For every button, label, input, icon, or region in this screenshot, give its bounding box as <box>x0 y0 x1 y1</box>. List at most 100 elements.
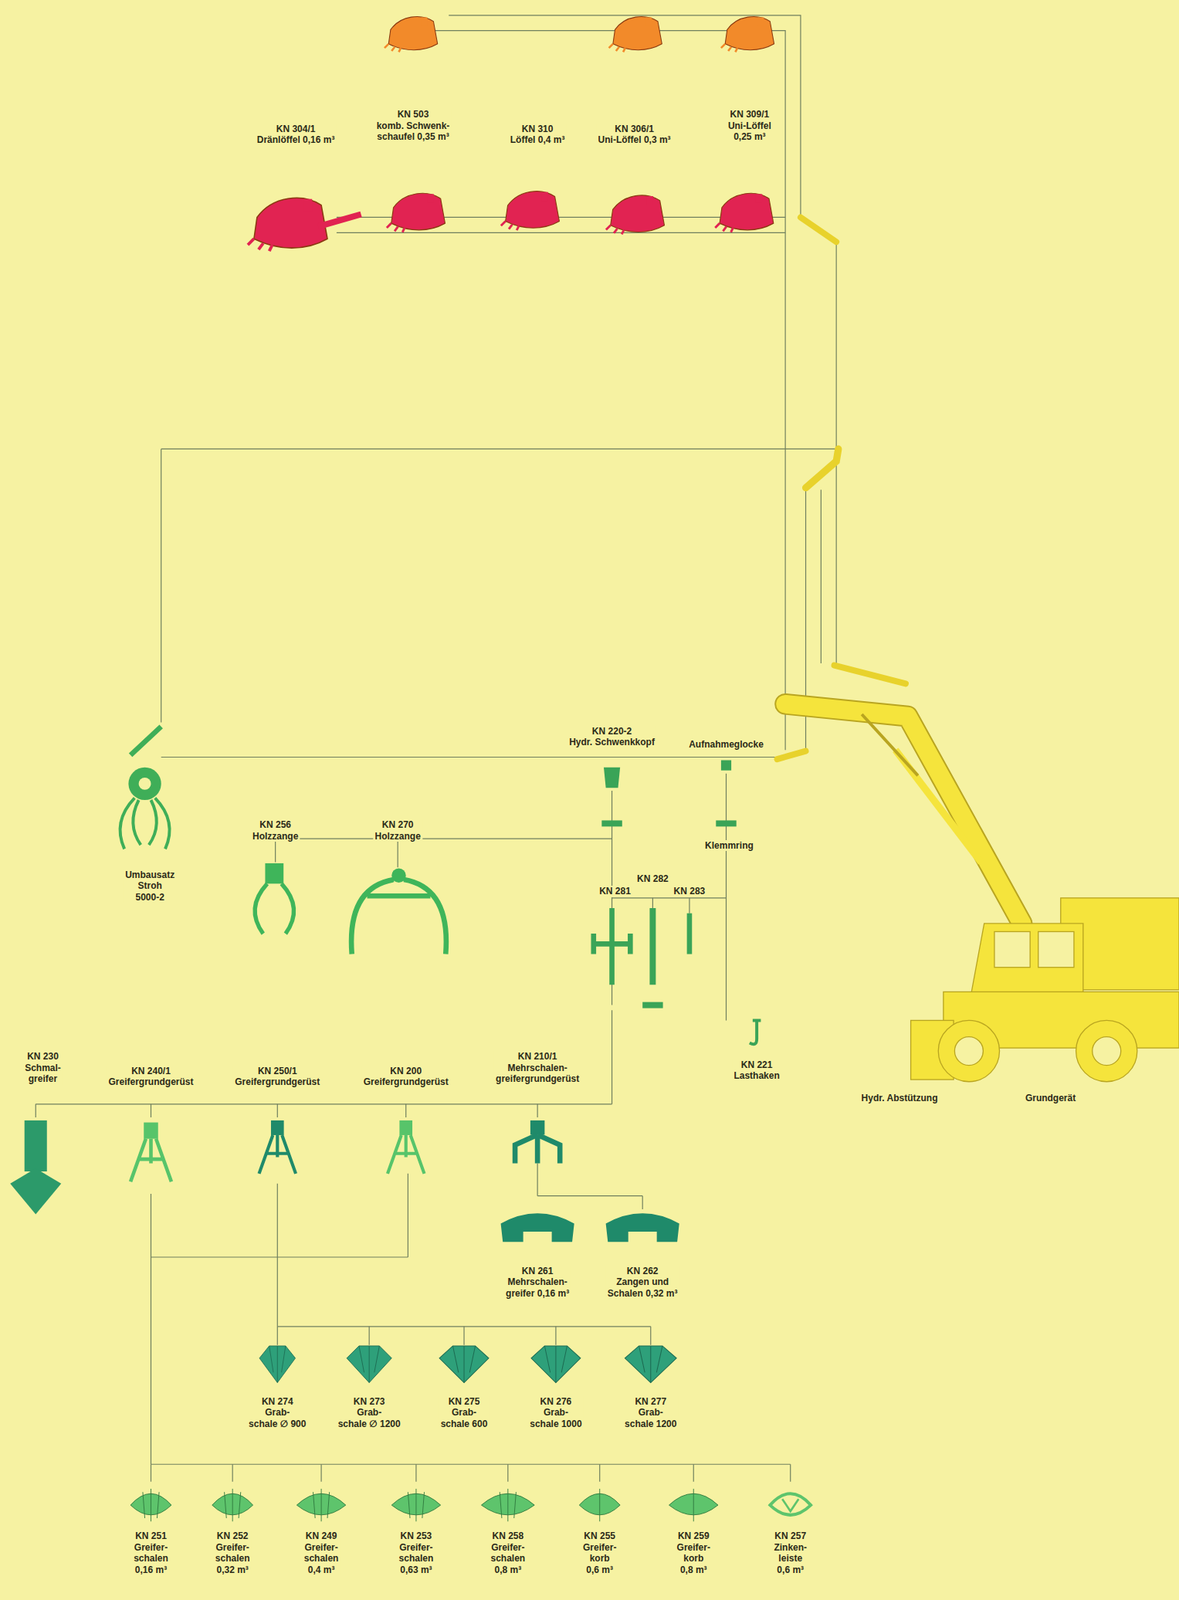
leader-line <box>405 1104 407 1118</box>
label-line: KN 257 <box>773 1530 807 1542</box>
label-line: KN 230 <box>24 1050 61 1063</box>
label-line: KN 274 <box>248 1395 306 1408</box>
leader-line <box>277 1183 278 1327</box>
label-line: Umbausatz <box>125 869 175 881</box>
leader-line <box>599 1463 600 1481</box>
label-line: Greifer- <box>133 1541 169 1554</box>
leader-line <box>397 838 399 868</box>
pin-icon <box>649 907 656 985</box>
label-line: Greifer- <box>304 1541 339 1554</box>
label-line: KN 310 <box>510 123 566 136</box>
grab-shell-icon <box>769 1493 811 1515</box>
leader-line <box>725 773 727 1021</box>
leader-line <box>150 1463 152 1481</box>
leader-line <box>369 1326 370 1346</box>
part-label: KN 255 Greifer- korb 0,6 m³ <box>581 1530 618 1576</box>
multi-shell-frame-icon <box>514 1120 560 1164</box>
label-line: schaufel 0,35 m³ <box>376 131 451 143</box>
label-line: Greifer- <box>582 1541 617 1554</box>
label-line: Uni-Löffel 0,3 m³ <box>598 134 671 146</box>
label-line: Greifergrundgerüst <box>108 1076 194 1088</box>
part-label: KN 261 Mehrschalen- greifer 0,16 m³ <box>504 1265 571 1300</box>
part-label: KN 270 Holzzange <box>372 819 422 842</box>
leader-line <box>161 756 776 758</box>
leader-line <box>789 1463 791 1481</box>
label-line: leiste <box>773 1552 807 1565</box>
label-line: Greifergrundgerüst <box>363 1076 449 1088</box>
part-label: KN 273 Grab- schale ∅ 1200 <box>336 1395 403 1430</box>
label-line: 0,25 m³ <box>728 131 772 143</box>
leader-line <box>611 1009 613 1105</box>
label-line: KN 277 <box>624 1395 677 1408</box>
label-line: KN 258 <box>490 1530 526 1542</box>
straw-grab-icon <box>120 726 170 850</box>
label-line: Grab- <box>248 1406 306 1419</box>
part-label: KN 230 Schmal- greifer <box>23 1050 63 1085</box>
ring-icon <box>601 819 622 827</box>
part-label: KN 275 Grab- schale 600 <box>439 1395 490 1430</box>
label-line: schalen <box>399 1552 434 1565</box>
leader-line <box>693 1463 695 1481</box>
part-label: Klemmring <box>703 840 756 852</box>
leader-line <box>161 448 837 450</box>
grab-bucket-icon <box>259 1345 295 1383</box>
label-line: Stroh <box>125 880 175 892</box>
part-label: Grundgerät <box>1023 1092 1078 1105</box>
label-line: KN 270 <box>374 819 421 831</box>
leader-line <box>274 838 276 862</box>
label-line: KN 282 <box>636 873 669 885</box>
part-label: KN 210/1 Mehrschalen- greifergrundgerüst <box>494 1050 581 1085</box>
hook-icon <box>749 1019 762 1044</box>
label-line: schale 1000 <box>529 1418 582 1430</box>
bucket-icon <box>247 197 362 251</box>
part-label: KN 200 Greifergrundgerüst <box>362 1065 451 1088</box>
grab-shell-icon <box>391 1488 441 1522</box>
label-line: KN 503 <box>376 108 451 121</box>
part-label: KN 256 Holzzange <box>250 819 300 842</box>
part-label: KN 277 Grab- schale 1200 <box>623 1395 678 1430</box>
part-label: KN 306/1 Uni-Löffel 0,3 m³ <box>596 123 673 146</box>
label-line: KN 281 <box>599 885 631 898</box>
label-line: 0,6 m³ <box>582 1564 617 1576</box>
label-line: schale ∅ 1200 <box>338 1418 401 1430</box>
leader-line <box>537 1195 643 1196</box>
leader-line <box>407 1173 409 1257</box>
label-line: 0,8 m³ <box>490 1564 526 1576</box>
leader-line <box>650 1326 651 1346</box>
label-line: Greifer- <box>677 1541 711 1554</box>
link-icon <box>777 751 807 760</box>
leader-line <box>555 1326 556 1346</box>
pin-icon <box>591 907 633 985</box>
bucket-icon <box>721 16 775 53</box>
label-line: Greifer- <box>399 1541 434 1554</box>
leader-line <box>150 1463 790 1465</box>
leader-line <box>612 897 727 898</box>
part-label: KN 250/1 Greifergrundgerüst <box>233 1065 322 1088</box>
label-line: Hydr. Abstützung <box>861 1092 939 1105</box>
link-icon <box>834 665 906 685</box>
leader-line <box>35 1104 37 1118</box>
part-label: KN 283 <box>672 885 708 898</box>
label-line: KN 221 <box>733 1059 780 1071</box>
part-label: Aufnahmeglocke <box>687 738 766 751</box>
label-line: KN 304/1 <box>257 123 336 136</box>
leader-line <box>320 1463 322 1481</box>
label-line: Löffel 0,4 m³ <box>510 134 566 146</box>
part-label: KN 220-2 Hydr. Schwenkkopf <box>567 725 657 749</box>
bucket-icon <box>501 191 560 231</box>
part-label: KN 274 Grab- schale ∅ 900 <box>247 1395 308 1430</box>
grab-shell-icon <box>669 1488 719 1522</box>
part-label: KN 221 Lasthaken <box>731 1059 781 1082</box>
label-line: KN 261 <box>505 1265 570 1278</box>
excavator-boom <box>785 704 1022 924</box>
label-line: schalen <box>490 1552 526 1565</box>
leader-line <box>150 1193 152 1464</box>
label-line: KN 273 <box>338 1395 401 1408</box>
part-label: Hydr. Abstützung <box>860 1092 940 1105</box>
label-line: KN 306/1 <box>598 123 671 136</box>
ring-icon <box>715 819 736 827</box>
label-line: KN 220-2 <box>569 725 655 738</box>
label-line: KN 259 <box>677 1530 711 1542</box>
leader-line <box>277 1104 278 1118</box>
